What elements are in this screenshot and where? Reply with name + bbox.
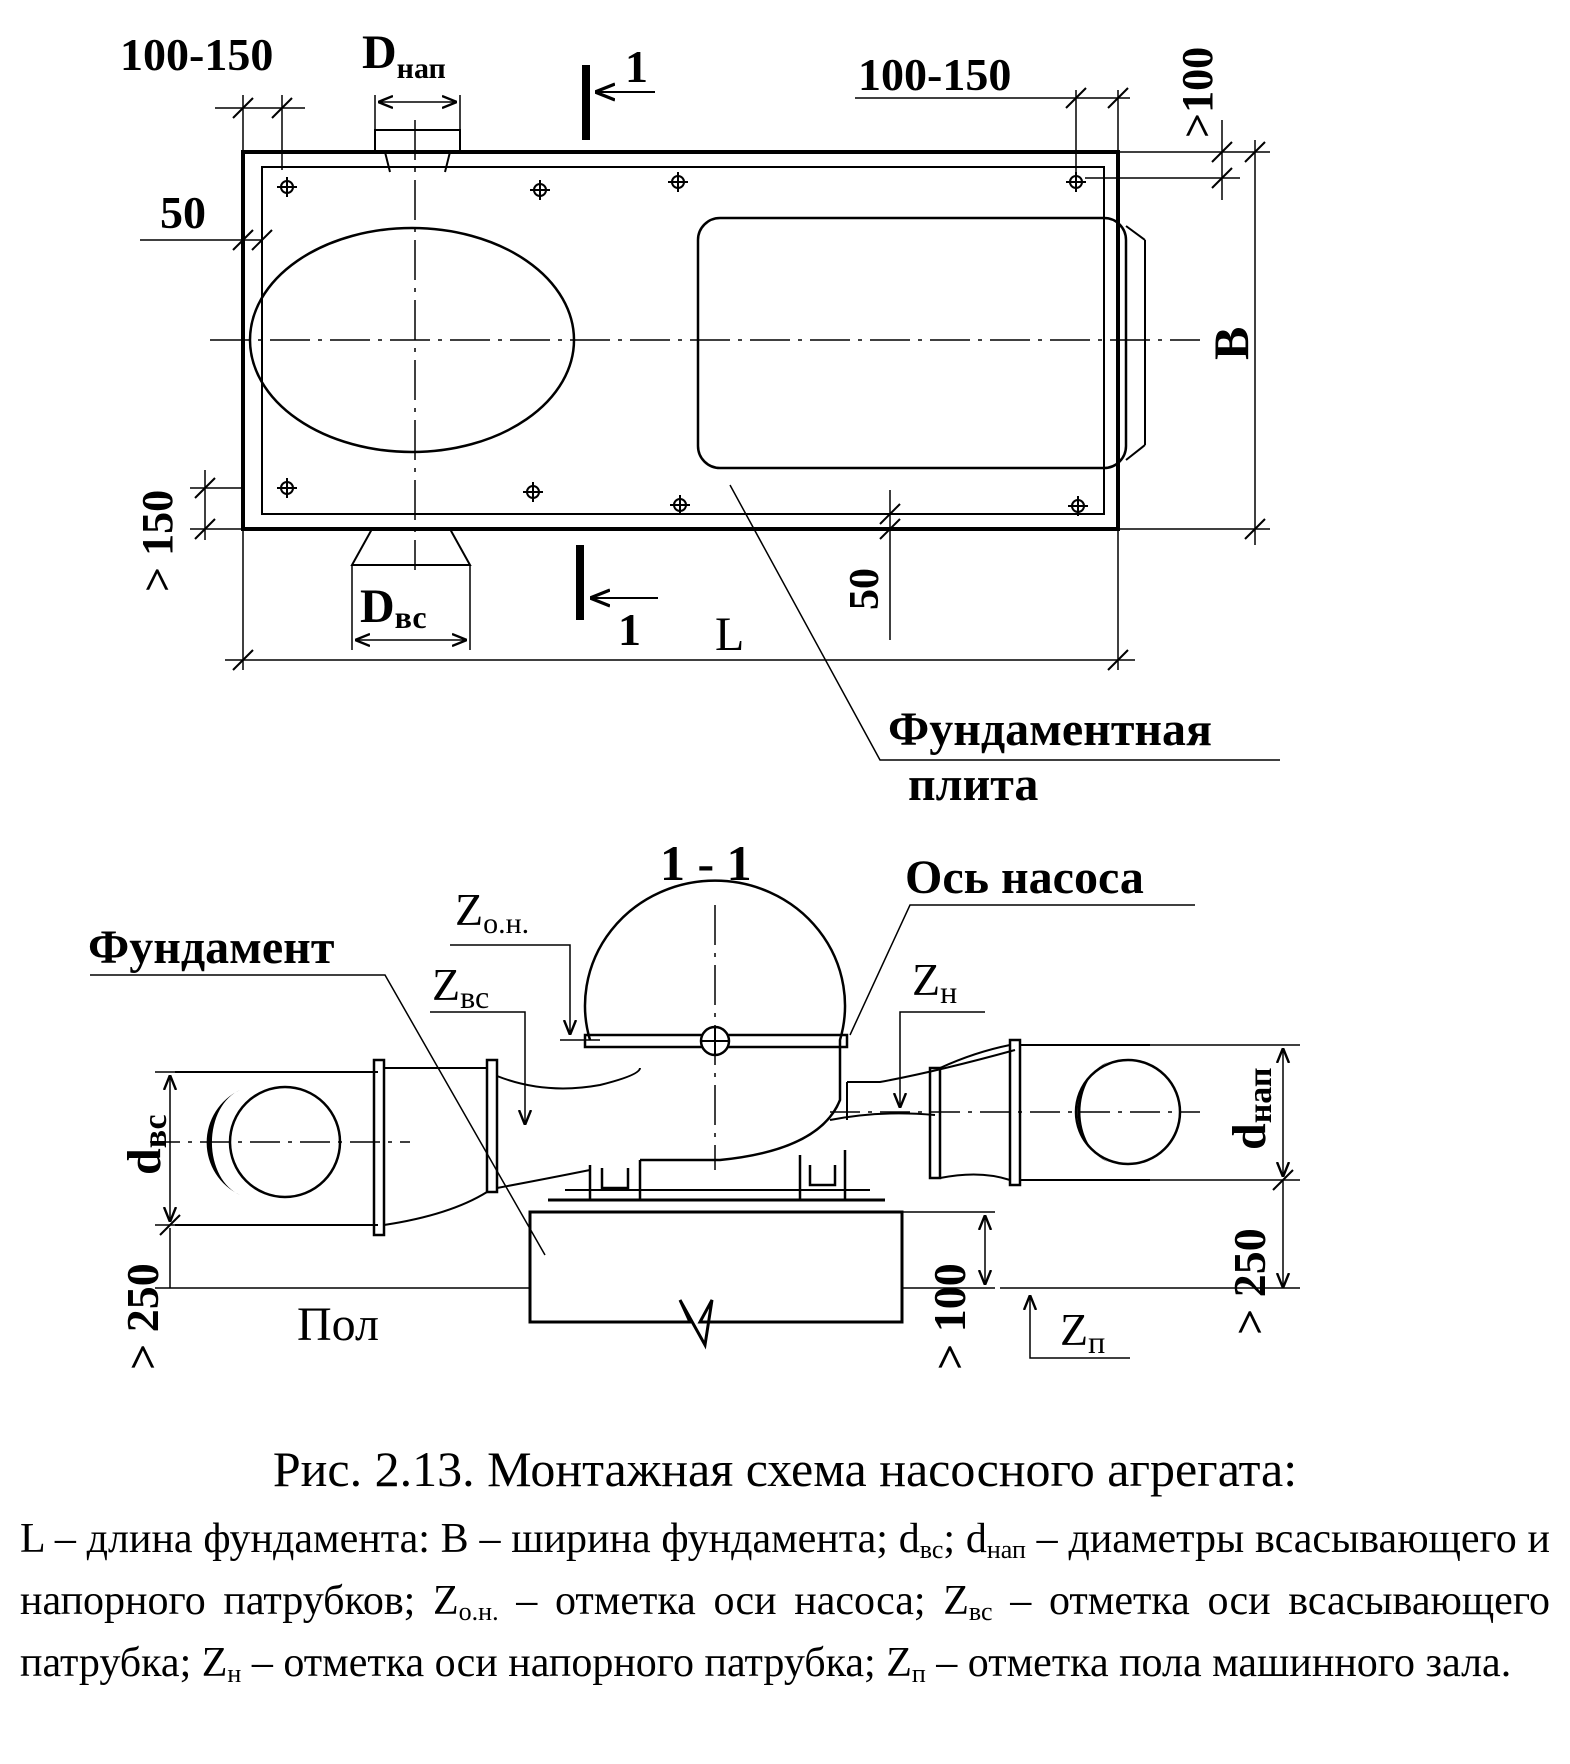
plate-label-line2: плита — [908, 758, 1038, 811]
plan-labels: 100-150 Dнап 1 100-150 >100 50 B > 150 D… — [120, 26, 1259, 811]
bolt — [277, 177, 297, 197]
dim-left-50: 50 — [160, 187, 206, 238]
suction-pipe-crescent — [206, 1090, 240, 1195]
caption-text: L – длина фундамента: B – ширина фундаме… — [20, 1516, 920, 1562]
suction-flange-2 — [485, 1058, 499, 1194]
pump-installation-drawing: 100-150 Dнап 1 100-150 >100 50 B > 150 D… — [88, 26, 1300, 1370]
section-mark-bottom: 1 — [618, 604, 641, 655]
caption-sub: н — [227, 1659, 242, 1688]
floor-label: Пол — [297, 1298, 379, 1351]
motor-end-3 — [1125, 444, 1146, 461]
z-p-label: Zп — [1060, 1304, 1105, 1360]
caption-text: – отметка оси всасывающего патрубка; Z — [20, 1578, 1550, 1686]
dnap-label: dнап — [1223, 1068, 1279, 1150]
discharge-pipe-crescent — [1077, 1062, 1108, 1162]
z-n-label: Zн — [912, 954, 957, 1010]
caption-sub: вс — [919, 1535, 944, 1564]
section-view — [90, 879, 1300, 1359]
dim-100-label: > 100 — [924, 1263, 975, 1370]
caption-text: – отметка оси напорного патрубка; Z — [241, 1640, 912, 1686]
suction-nozzle-plan — [350, 528, 472, 566]
caption-sub: п — [911, 1659, 926, 1688]
length-label-l: L — [715, 608, 744, 661]
caption-text: – отметка пола машинного зала. — [925, 1640, 1512, 1686]
bolt — [523, 482, 543, 502]
dim-right-offset: 100-150 — [858, 49, 1011, 100]
z-on-leader — [450, 944, 570, 1035]
z-vs-leader — [430, 1011, 525, 1125]
discharge-transition — [829, 1049, 1016, 1121]
dim-bottom-150: > 150 — [133, 490, 182, 592]
dim-left-offset: 100-150 — [120, 29, 273, 80]
caption-sub: вс — [968, 1597, 993, 1626]
pump-foot-left — [588, 1160, 642, 1200]
bolt — [530, 180, 550, 200]
dim-top-right-100: >100 — [1173, 47, 1222, 138]
dvs-label: dвс — [118, 1114, 174, 1175]
caption-text: ; d — [943, 1516, 987, 1562]
bolt — [1066, 172, 1086, 192]
bolt — [668, 172, 688, 192]
width-label-b: B — [1203, 327, 1259, 360]
z-vs-label: Zвс — [432, 959, 489, 1015]
suction-flange-1 — [372, 1058, 386, 1237]
plate-leader — [729, 484, 1280, 761]
foundation-leader — [90, 974, 546, 1256]
foundation-label: Фундамент — [88, 921, 334, 974]
motor-plan — [696, 216, 1128, 470]
suction-transition — [496, 1067, 641, 1189]
caption-sub: нап — [986, 1535, 1026, 1564]
pump-foot-right — [798, 1150, 847, 1200]
pump-axis-label: Ось насоса — [905, 851, 1144, 904]
z-p-leader — [1030, 1295, 1130, 1359]
left-250-label: > 250 — [117, 1263, 168, 1370]
pump-casing-section — [583, 879, 847, 1162]
caption-sub: о.н. — [458, 1597, 499, 1626]
plan-view — [140, 65, 1280, 761]
pump-casing-plan — [248, 226, 576, 454]
pump-axis-leader — [849, 904, 1195, 1036]
motor-end — [1125, 225, 1146, 241]
z-n-leader — [900, 1011, 985, 1108]
bolt — [277, 478, 297, 498]
section-labels: 1 - 1 Ось насоса Zо.н. Фундамент Zвс Zн … — [88, 835, 1279, 1370]
anchor-bolts — [277, 172, 1088, 516]
d-nap-label: Dнап — [362, 26, 446, 85]
caption-text: – диаметры всасывающего и напорного патр… — [20, 1516, 1550, 1624]
discharge-flange-1 — [928, 1066, 942, 1180]
d-vs-label: Dвс — [360, 580, 427, 635]
right-250-label: > 250 — [1224, 1228, 1275, 1335]
figure-caption-legend: L – длина фундамента: B – ширина фундаме… — [20, 1508, 1550, 1694]
bolt — [670, 495, 690, 515]
figure-caption-title: Рис. 2.13. Монтажная схема насосного агр… — [272, 1441, 1298, 1497]
caption-text: – отметка оси насоса; Z — [498, 1578, 969, 1624]
foundation-block — [528, 1210, 904, 1350]
bolt — [1068, 496, 1088, 516]
section-title: 1 - 1 — [660, 835, 752, 891]
z-on-label: Zо.н. — [455, 884, 529, 940]
discharge-nozzle-plan — [374, 129, 461, 173]
section-mark-top: 1 — [625, 41, 648, 92]
plate-label-line1: Фундаментная — [888, 703, 1212, 756]
dim-bottom-50: 50 — [842, 568, 888, 610]
